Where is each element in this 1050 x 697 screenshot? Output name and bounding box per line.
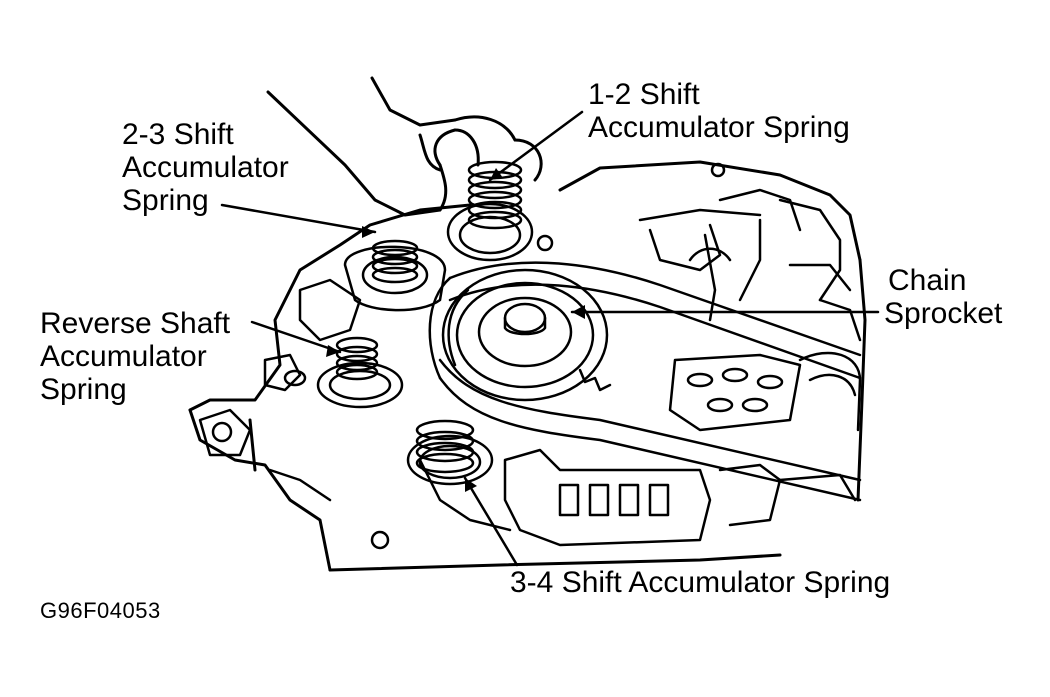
leader-lines: [220, 110, 880, 567]
label-chain-sprocket: Chain Sprocket: [884, 264, 1003, 330]
label-3-4-shift-spring: 3-4 Shift Accumulator Spring: [510, 566, 891, 599]
valve-plate: [668, 351, 862, 432]
label-2-3-shift-spring: 2-3 Shift Accumulator Spring: [122, 118, 289, 217]
label-1-2-shift-spring: 1-2 Shift Accumulator Spring: [588, 78, 850, 144]
spring-3-4: [406, 419, 494, 486]
passage-plate: [503, 448, 857, 547]
leader-reverse: [250, 320, 342, 354]
spring-reverse: [316, 336, 404, 409]
spring-2-3: [343, 239, 447, 312]
hand: [266, 76, 543, 217]
case-outline: [188, 160, 867, 572]
label-reverse-shaft-spring: Reverse Shaft Accumulator Spring: [40, 307, 231, 406]
leader-2-3: [220, 203, 377, 234]
arrowheads: [326, 168, 585, 492]
leader-3-4: [463, 476, 519, 567]
leader-1-2: [488, 110, 584, 182]
chain-sprocket: [441, 268, 612, 402]
chain-belt: [428, 261, 862, 502]
figure-id: G96F04053: [40, 598, 161, 623]
